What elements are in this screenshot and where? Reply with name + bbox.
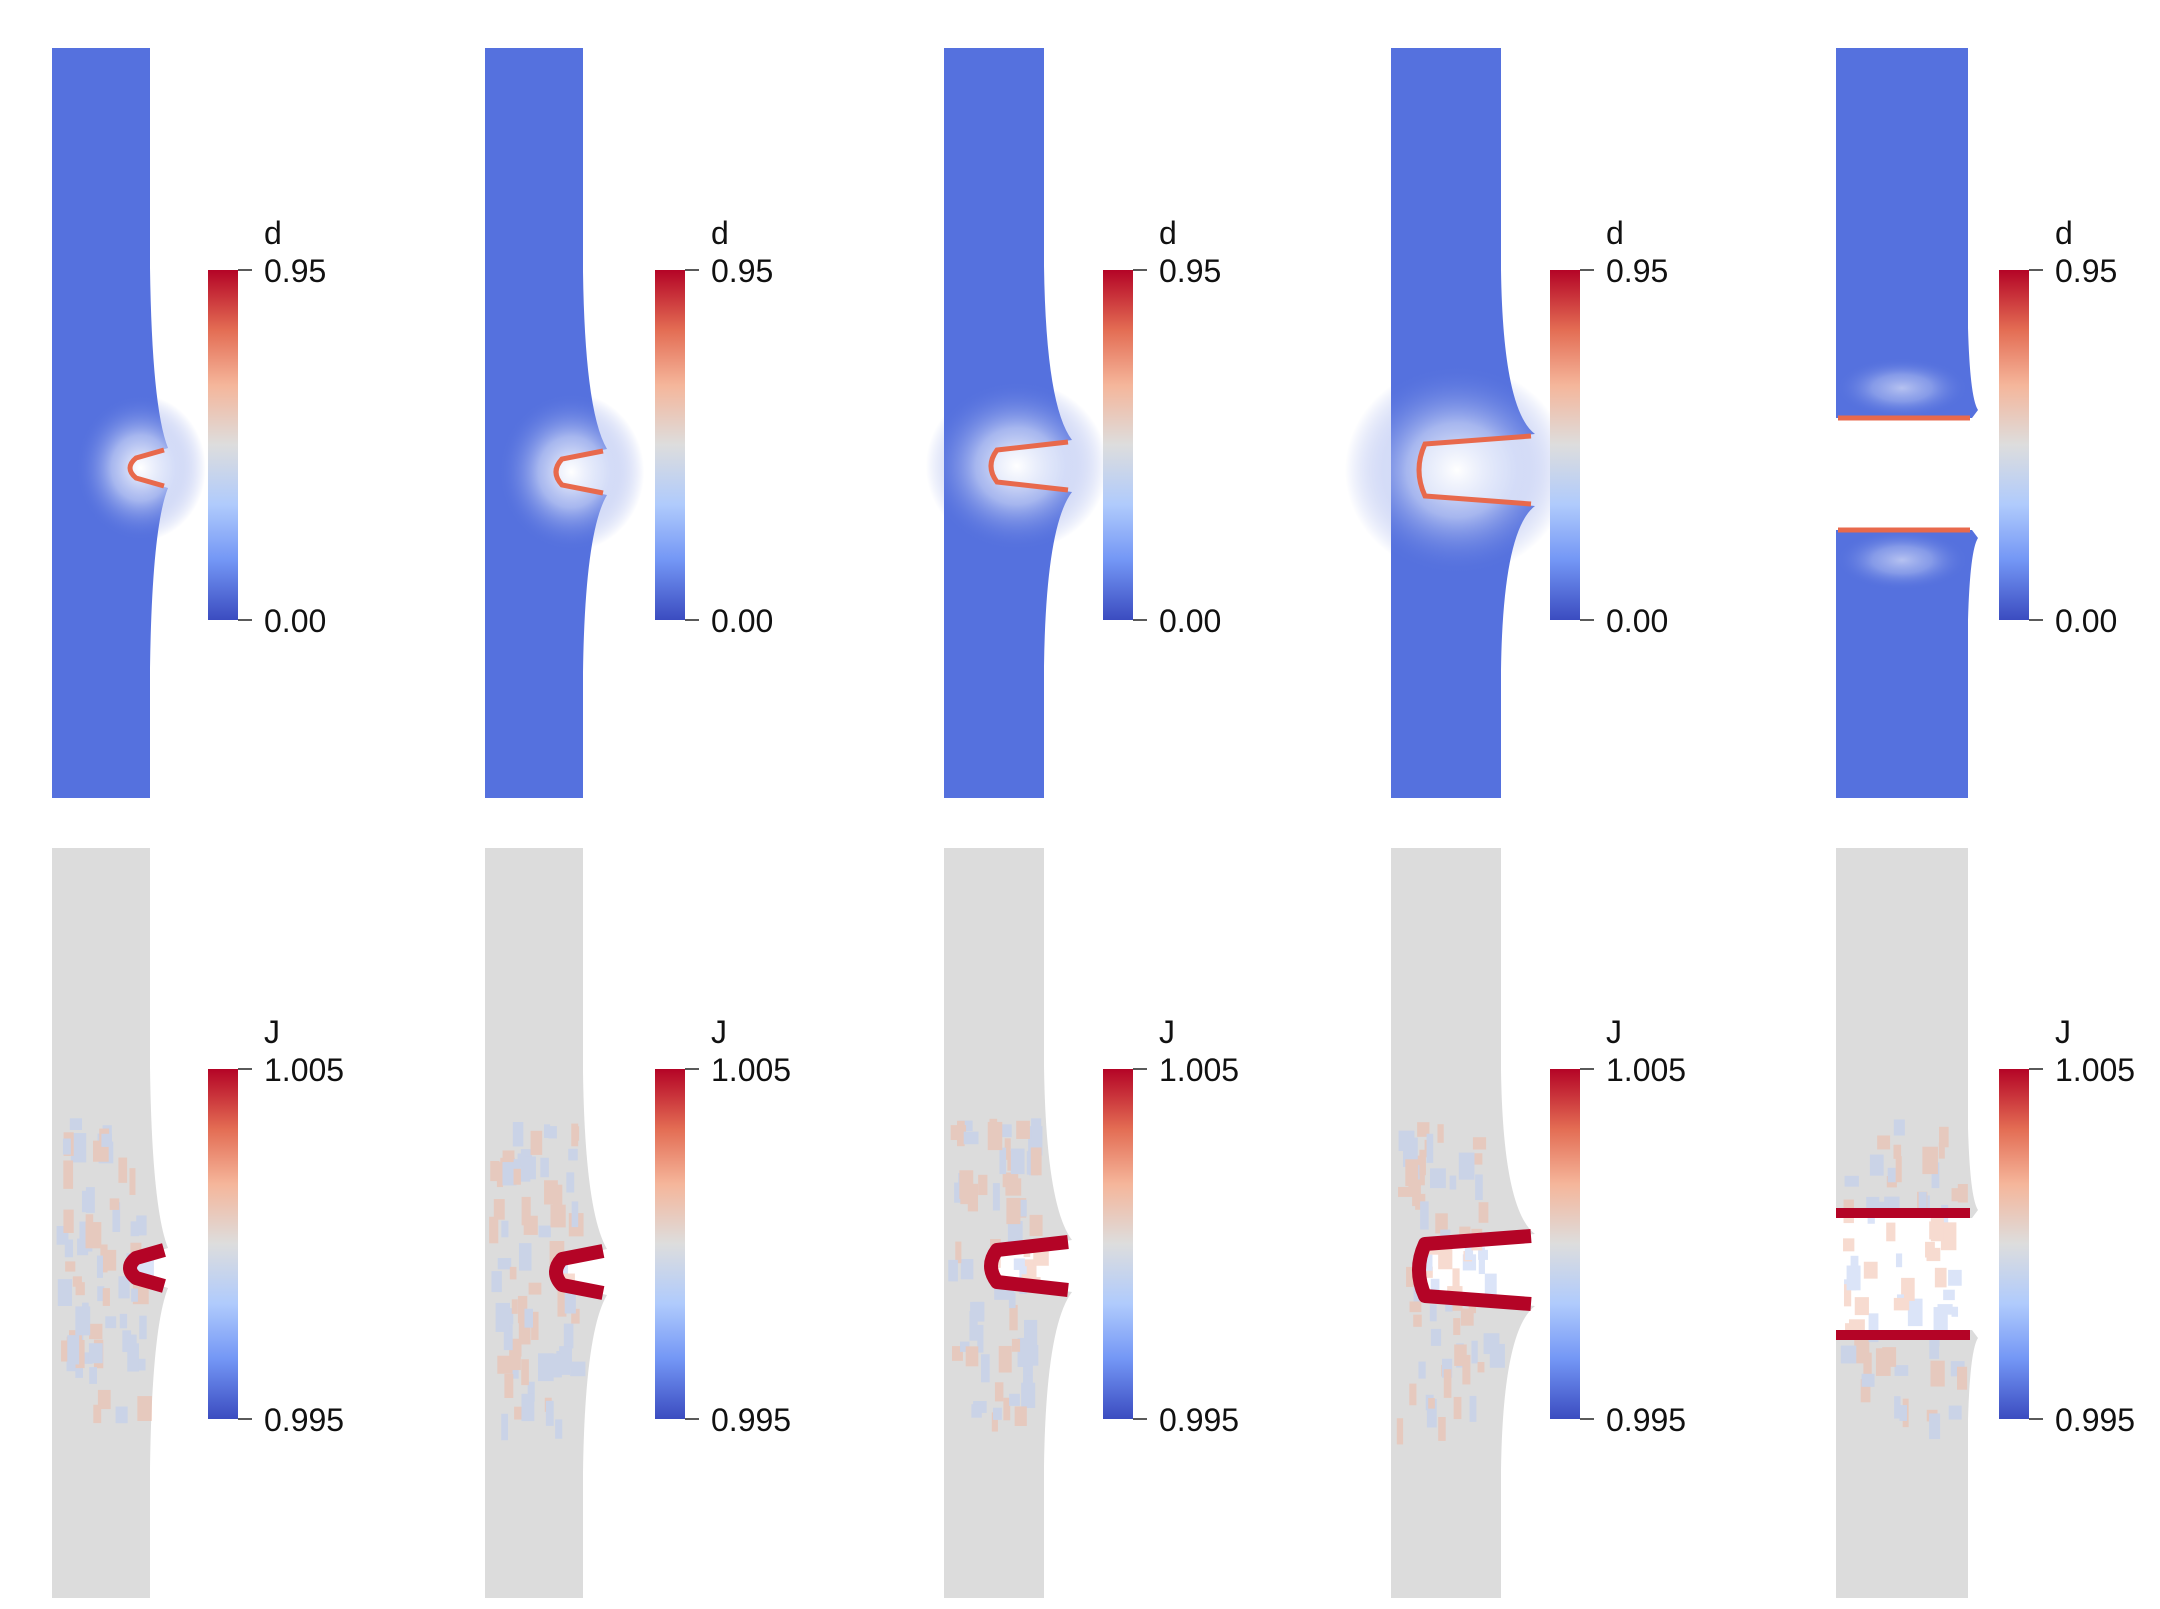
damage-crack-edge-stage-4 <box>1416 433 1532 507</box>
d-colorbar-stage-3: d0.95 0.00 <box>1103 215 1221 639</box>
colorbar-title: d <box>1606 215 1624 251</box>
jacobian-noise-stage-5 <box>1840 1119 1968 1440</box>
d-colorbar-stage-1: d0.95 0.00 <box>208 215 326 639</box>
colorbar-max-label: 0.95 <box>1606 253 1668 289</box>
colorbar-min-label: 0.995 <box>2055 1402 2135 1438</box>
jacobian-noise-stage-4 <box>1396 1122 1505 1445</box>
colorbar-title: d <box>264 215 282 251</box>
jacobian-crack-band-stage-4 <box>1412 1229 1532 1311</box>
colorbar-title: d <box>2055 215 2073 251</box>
colorbar-max-label: 1.005 <box>264 1052 344 1088</box>
colorbar-gradient <box>1103 1069 1133 1419</box>
jacobian-crack-band-upper <box>1836 1208 1970 1218</box>
d-specimen-upper-stage-5 <box>1836 48 1978 418</box>
colorbar-title: J <box>1606 1014 1622 1050</box>
colorbar-min-label: 0.995 <box>711 1402 791 1438</box>
jacobian-noise-stage-3 <box>948 1118 1049 1432</box>
colorbar-gradient <box>208 1069 238 1419</box>
colorbar-min-label: 0.00 <box>1159 603 1221 639</box>
jacobian-crack-band-stage-2 <box>549 1244 605 1300</box>
colorbar-gradient <box>1999 1069 2029 1419</box>
J-specimen-upper-stage-5 <box>1836 848 1978 1218</box>
d-specimen-lower-stage-5 <box>1836 530 1978 798</box>
colorbar-gradient <box>208 270 238 620</box>
d-panel-stage-3: d0.95 0.00 <box>925 48 1221 798</box>
jacobian-noise-stage-1 <box>56 1118 154 1424</box>
jacobian-crack-band-stage-3 <box>984 1235 1069 1297</box>
colorbar-max-label: 0.95 <box>264 253 326 289</box>
colorbar-max-label: 0.95 <box>1159 253 1221 289</box>
damage-halo-lower <box>1836 530 1968 590</box>
damage-crack-edge-stage-1 <box>127 447 165 489</box>
colorbar-min-label: 0.00 <box>264 603 326 639</box>
colorbar-title: J <box>2055 1014 2071 1050</box>
colorbar-gradient <box>655 1069 685 1419</box>
colorbar-title: J <box>711 1014 727 1050</box>
colorbar-max-label: 1.005 <box>1606 1052 1686 1088</box>
d-colorbar-stage-4: d0.95 0.00 <box>1550 215 1668 639</box>
colorbar-title: d <box>1159 215 1177 251</box>
J-panel-stage-3: J1.005 0.995 <box>944 848 1239 1598</box>
damage-halo-stage-2 <box>498 393 645 551</box>
colorbar-max-label: 0.95 <box>2055 253 2117 289</box>
colorbar-gradient <box>655 270 685 620</box>
colorbar-min-label: 0.995 <box>1606 1402 1686 1438</box>
damage-halo-stage-3 <box>925 381 1108 551</box>
colorbar-max-label: 0.95 <box>711 253 773 289</box>
jacobian-crack-band-stage-1 <box>123 1243 166 1293</box>
colorbar-max-label: 1.005 <box>2055 1052 2135 1088</box>
damage-halo-stage-4 <box>1345 365 1569 575</box>
colorbar-gradient <box>1999 270 2029 620</box>
colorbar-gradient <box>1550 270 1580 620</box>
damage-halo-stage-1 <box>75 395 206 541</box>
damage-halo-upper <box>1836 358 1968 418</box>
J-colorbar-stage-1: J1.005 0.995 <box>208 1014 344 1438</box>
colorbar-min-label: 0.00 <box>1606 603 1668 639</box>
jacobian-noise-stage-2 <box>489 1122 586 1441</box>
damage-field-row: d0.950.00d0.950.00d0.950.00d0.950.00d0.9… <box>52 48 2117 798</box>
colorbar-min-label: 0.00 <box>711 603 773 639</box>
d-colorbar-stage-2: d0.95 0.00 <box>655 215 773 639</box>
J-panel-stage-2: J1.005 0.995 <box>485 848 791 1598</box>
d-panel-stage-1: d0.95 0.00 <box>52 48 326 798</box>
jacobian-crack-band-lower <box>1836 1330 1970 1340</box>
J-specimen-lower-stage-5 <box>1836 1330 1978 1598</box>
J-colorbar-stage-5: J1.005 0.995 <box>1999 1014 2135 1438</box>
J-specimen-stage-4 <box>1391 848 1535 1598</box>
damage-crack-edge-stage-2 <box>553 448 604 496</box>
colorbar-max-label: 1.005 <box>711 1052 791 1088</box>
d-panel-stage-2: d0.95 0.00 <box>485 48 773 798</box>
colorbar-min-label: 0.995 <box>1159 1402 1239 1438</box>
colorbar-min-label: 0.995 <box>264 1402 344 1438</box>
colorbar-title: d <box>711 215 729 251</box>
d-colorbar-stage-5: d0.95 0.00 <box>1999 215 2117 639</box>
jacobian-field-row: J1.0050.995J1.0050.995J1.0050.995J1.0050… <box>52 848 2135 1598</box>
J-panel-stage-1: J1.005 0.995 <box>52 848 344 1598</box>
colorbar-max-label: 1.005 <box>1159 1052 1239 1088</box>
colorbar-title: J <box>264 1014 280 1050</box>
J-colorbar-stage-4: J1.005 0.995 <box>1550 1014 1686 1438</box>
J-colorbar-stage-2: J1.005 0.995 <box>655 1014 791 1438</box>
J-panel-stage-5: J1.005 0.995 <box>1836 848 2135 1598</box>
J-colorbar-stage-3: J1.005 0.995 <box>1103 1014 1239 1438</box>
J-panel-stage-4: J1.005 0.995 <box>1391 848 1686 1598</box>
colorbar-gradient <box>1550 1069 1580 1419</box>
d-panel-stage-4: d0.95 0.00 <box>1345 48 1668 798</box>
colorbar-min-label: 0.00 <box>2055 603 2117 639</box>
d-panel-stage-5: d0.95 0.00 <box>1836 48 2117 798</box>
damage-crack-edge-stage-3 <box>988 439 1069 493</box>
colorbar-gradient <box>1103 270 1133 620</box>
colorbar-title: J <box>1159 1014 1175 1050</box>
